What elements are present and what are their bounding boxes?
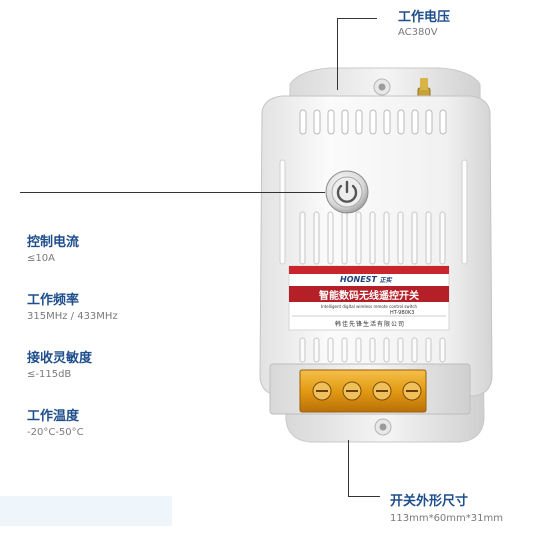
current-label: 控制电流 bbox=[27, 235, 80, 250]
product-model: HT-9B0K3 bbox=[390, 310, 415, 316]
voltage-value: AC380V bbox=[398, 27, 438, 38]
size-value: 113mm*60mm*31mm bbox=[390, 513, 503, 524]
size-label: 开关外形尺寸 bbox=[390, 494, 469, 509]
frequency-label: 工作频率 bbox=[27, 293, 80, 308]
terminal-block bbox=[269, 363, 471, 415]
brand-logo: HONEST 正实 bbox=[340, 275, 392, 284]
voltage-leader-v bbox=[337, 18, 338, 90]
voltage-leader-h bbox=[337, 18, 377, 19]
sensitivity-label: 接收灵敏度 bbox=[27, 351, 93, 366]
size-leader-h bbox=[348, 496, 380, 497]
product-sticker bbox=[288, 265, 450, 331]
size-leader-v bbox=[348, 440, 349, 496]
product-subtitle: Intelligent digital wireless remote cont… bbox=[320, 304, 418, 309]
frequency-value: 315MHz / 433MHz bbox=[27, 311, 118, 322]
current-value: ≤10A bbox=[27, 253, 55, 264]
sensitivity-value: ≤-115dB bbox=[27, 369, 72, 380]
brand-name-cn: 正实 bbox=[379, 277, 392, 284]
power-button bbox=[325, 170, 369, 214]
housing bbox=[259, 95, 493, 397]
brand-name: HONEST bbox=[340, 275, 377, 284]
temperature-label: 工作温度 bbox=[27, 409, 80, 424]
decorative-panel bbox=[0, 496, 172, 526]
company-name: 韩佳先锋生活有限公司 bbox=[334, 321, 405, 328]
product-title: 智能数码无线遥控开关 bbox=[319, 291, 419, 302]
voltage-label: 工作电压 bbox=[398, 10, 451, 25]
temperature-value: -20°C-50°C bbox=[27, 427, 84, 438]
button-leader bbox=[20, 192, 325, 193]
power-icon bbox=[336, 184, 358, 203]
